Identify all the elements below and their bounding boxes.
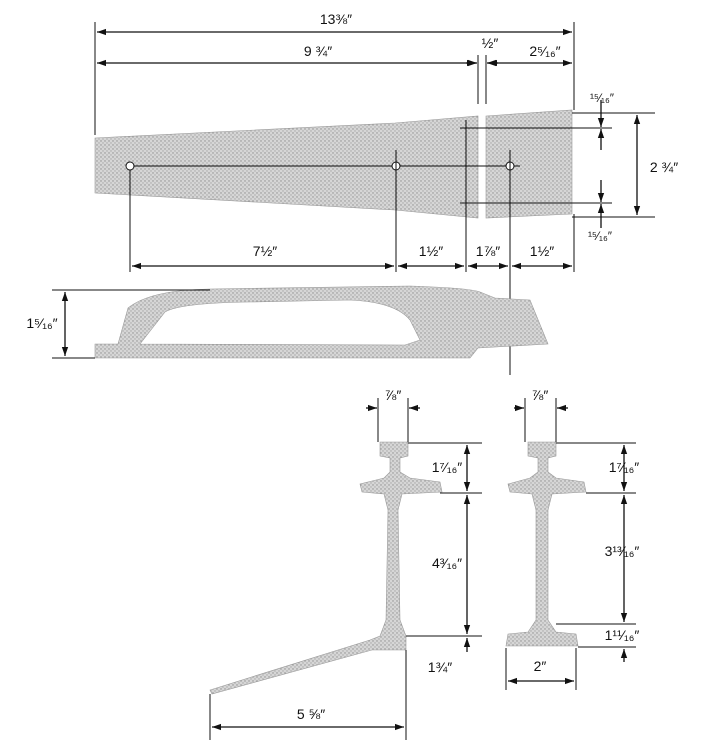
section-left-body [209, 441, 443, 695]
label-end-length: 2⁵⁄₁₆″ [529, 43, 560, 59]
section-left: ⅞″ 1⁷⁄₁₆″ 4³⁄₁₆″ 1¾″ 5 ⅝″ [209, 387, 482, 740]
label-bottom-offset: ¹⁵⁄₁₆″ [588, 229, 613, 243]
label-right-base: 1¹¹⁄₁₆″ [605, 627, 640, 643]
label-top-offset: ¹⁵⁄₁₆″ [590, 91, 615, 105]
label-width: 2 ¾″ [650, 159, 678, 175]
label-left-base: 1¾″ [428, 659, 452, 675]
label-main-length: 9 ¾″ [304, 43, 332, 59]
label-left-base-length: 5 ⅝″ [297, 706, 325, 722]
label-left-upper: 1⁷⁄₁₆″ [432, 459, 463, 475]
plan-view: 13⅜″ 9 ¾″ ½″ 2⁵⁄₁₆″ ¹⁵⁄₁₆″ ¹⁵⁄₁₆″ 2 ¾″ 7… [94, 11, 678, 375]
label-right-top-width: ⅞″ [532, 387, 549, 403]
label-right-upper: 1⁷⁄₁₆″ [609, 459, 640, 475]
label-spacing-4: 1½″ [530, 243, 554, 259]
label-spacing-2: 1½″ [419, 243, 443, 259]
section-right: ⅞″ 1⁷⁄₁₆″ 3¹³⁄₁₆″ 1¹¹⁄₁₆″ 2″ [505, 387, 640, 690]
label-left-web: 4³⁄₁₆″ [432, 555, 462, 571]
side-view: 1⁵⁄₁₆″ [26, 285, 549, 359]
label-right-web: 3¹³⁄₁₆″ [605, 543, 640, 559]
label-spacing-3: 1⅞″ [476, 243, 500, 259]
label-side-height: 1⁵⁄₁₆″ [26, 315, 57, 331]
side-body [94, 285, 549, 359]
hole-1 [125, 161, 135, 171]
plan-end-body [485, 109, 573, 219]
section-right-body [505, 441, 587, 647]
label-gap: ½″ [482, 35, 499, 51]
label-spacing-1: 7½″ [253, 243, 277, 259]
label-left-top-width: ⅞″ [385, 387, 402, 403]
plan-main-body [94, 115, 479, 219]
label-overall-length: 13⅜″ [320, 11, 352, 27]
label-right-base-width: 2″ [534, 658, 547, 674]
